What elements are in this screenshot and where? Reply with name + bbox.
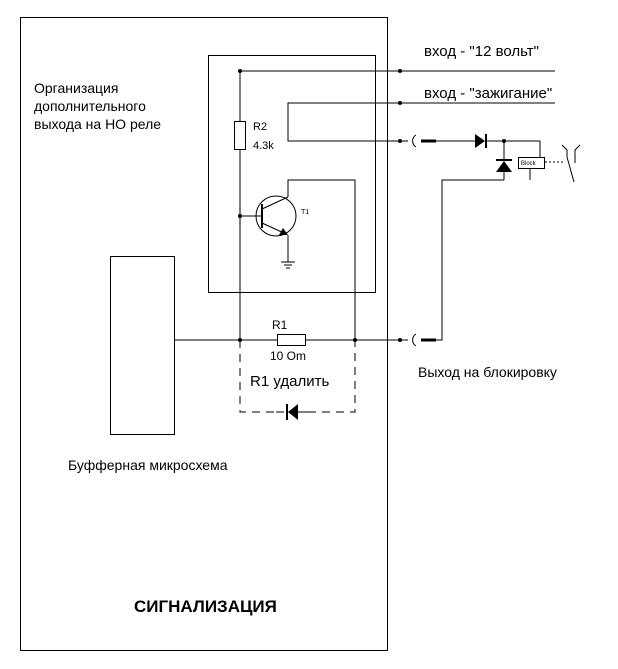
connector-socket <box>412 333 417 347</box>
resistor-r2 <box>234 121 246 150</box>
alarm-unit-box <box>20 17 388 651</box>
label-r1-value: 10 Om <box>270 349 306 363</box>
terminal <box>398 69 402 73</box>
label-r2-value: 4.3k <box>253 140 274 152</box>
label-t1-name: T1 <box>301 209 309 216</box>
label-input-12v: вход - "12 вольт" <box>424 43 539 60</box>
buffer-chip <box>110 256 175 435</box>
label-r2-name: R2 <box>253 121 267 133</box>
resistor-r1 <box>277 334 306 346</box>
relay-contact <box>561 144 568 157</box>
diode-icon <box>288 404 298 420</box>
terminal <box>398 338 402 342</box>
emitter-arrow <box>279 228 288 235</box>
terminal <box>398 139 402 143</box>
diode-icon <box>496 161 512 172</box>
relay-coil <box>518 157 545 169</box>
transistor-t1 <box>255 195 297 237</box>
wire-ignition <box>287 102 555 142</box>
diode-icon <box>475 134 485 148</box>
relay-contact <box>574 144 581 163</box>
label-r1-name: R1 <box>272 318 288 332</box>
label-alarm: СИГНАЛИЗАЦИЯ <box>134 597 277 616</box>
terminal <box>398 101 402 105</box>
wire <box>287 179 356 340</box>
label-buffer-chip: Буфферная микросхема <box>68 457 228 473</box>
label-block-output: Выход на блокировку <box>418 364 557 380</box>
transistor-collector <box>261 196 289 210</box>
wire <box>436 179 504 341</box>
relay-module-box <box>208 55 376 293</box>
label-input-ignition: вход - "зажигание" <box>424 85 552 102</box>
label-r1-remove: R1 удалить <box>250 373 329 390</box>
label-org-line1: Организация <box>34 80 118 96</box>
connector-socket <box>412 134 417 148</box>
relay-label: Block <box>521 161 537 167</box>
relay-contact-blade <box>566 156 575 183</box>
label-org-line2: дополнительного <box>34 98 146 114</box>
label-org-line3: выхода на НО реле <box>34 116 161 132</box>
